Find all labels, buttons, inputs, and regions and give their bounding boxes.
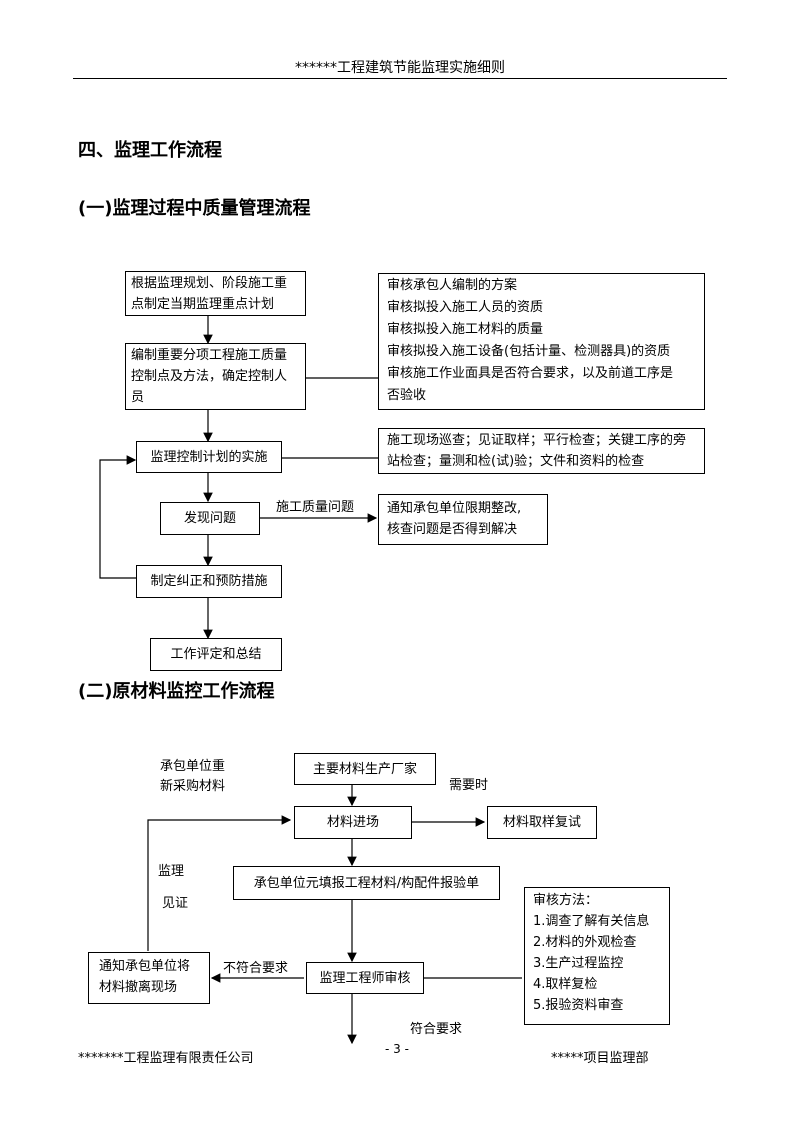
part2-title: (二)原材料监控工作流程 [78, 681, 275, 702]
review-line-5: 审核施工作业面具是否符合要求，以及前道工序是 [387, 366, 674, 381]
review-methods-title: 审核方法： [533, 893, 599, 908]
review-line-4: 审核拟投入施工设备(包括计量、检测器具)的资质 [387, 344, 671, 359]
section-title: 四、监理工作流程 [78, 140, 222, 161]
notify-line-2: 核查问题是否得到解决 [387, 522, 518, 537]
not-conform-label: 不符合要求 [223, 961, 289, 976]
need-label: 需要时 [449, 778, 489, 793]
inspect-box: 施工现场巡查；见证取样；平行检查；关键工序的旁 站检查；量测和检(试)验；文件和… [378, 428, 705, 474]
conform-label: 符合要求 [410, 1022, 463, 1037]
supervisor-label: 监理 [158, 864, 185, 879]
implement-box: 监理控制计划的实施 [136, 441, 282, 473]
footer-company: *******工程监理有限责任公司 [78, 1051, 254, 1066]
review-line-1: 审核承包人编制的方案 [387, 278, 518, 293]
inspect-line-1: 施工现场巡查；见证取样；平行检查；关键工序的旁 [387, 433, 687, 448]
review-line-6: 否验收 [387, 388, 427, 403]
review-line-2: 审核拟投入施工人员的资质 [387, 300, 544, 315]
control-line-2: 控制点及方法，确定控制人 [131, 369, 288, 384]
header-rule [73, 78, 727, 79]
find-issue-box: 发现问题 [160, 502, 260, 535]
control-line-3: 员 [131, 390, 145, 405]
manufacturer-box: 主要材料生产厂家 [294, 753, 436, 785]
report-form-box: 承包单位元填报工程材料/构配件报验单 [233, 866, 500, 900]
notify-remove-line-2: 材料撤离现场 [99, 980, 178, 995]
review-method-3: 3.生产过程监控 [533, 956, 624, 971]
notify-line-1: 通知承包单位限期整改, [387, 501, 522, 516]
page-number: - 3 - [385, 1042, 409, 1056]
inspect-line-2: 站检查；量测和检(试)验；文件和资料的检查 [387, 454, 645, 469]
repurchase-line-1: 承包单位重 [160, 759, 226, 774]
review-methods-box: 审核方法： 1.调查了解有关信息 2.材料的外观检查 3.生产过程监控 4.取样… [524, 887, 670, 1025]
notify-remove-line-1: 通知承包单位将 [99, 959, 191, 974]
quality-issue-label: 施工质量问题 [276, 500, 355, 515]
review-method-2: 2.材料的外观检查 [533, 935, 637, 950]
corrective-box: 制定纠正和预防措施 [136, 565, 282, 598]
repurchase-note: 承包单位重 新采购材料 [160, 757, 225, 797]
summary-box: 工作评定和总结 [150, 638, 282, 671]
plan-line-1: 根据监理规划、阶段施工重 [131, 276, 288, 291]
header-title: ******工程建筑节能监理实施细则 [295, 60, 505, 76]
control-point-box: 编制重要分项工程施工质量 控制点及方法，确定控制人 员 [125, 343, 306, 410]
notify-rectify-box: 通知承包单位限期整改, 核查问题是否得到解决 [378, 494, 548, 545]
review-box: 审核承包人编制的方案 审核拟投入施工人员的资质 审核拟投入施工材料的质量 审核拟… [378, 273, 705, 410]
footer-dept: *****项目监理部 [551, 1051, 649, 1066]
control-line-1: 编制重要分项工程施工质量 [131, 348, 288, 363]
review-line-3: 审核拟投入施工材料的质量 [387, 322, 544, 337]
review-method-1: 1.调查了解有关信息 [533, 914, 650, 929]
review-method-5: 5.报验资料审查 [533, 998, 624, 1013]
repurchase-line-2: 新采购材料 [160, 779, 226, 794]
plan-box: 根据监理规划、阶段施工重 点制定当期监理重点计划 [125, 271, 306, 316]
sample-retest-box: 材料取样复试 [487, 806, 597, 839]
review-method-4: 4.取样复检 [533, 977, 598, 992]
notify-remove-box: 通知承包单位将 材料撤离现场 [88, 952, 210, 1004]
part1-title: (一)监理过程中质量管理流程 [78, 198, 311, 219]
plan-line-2: 点制定当期监理重点计划 [131, 297, 275, 312]
witness-label: 见证 [162, 896, 189, 911]
engineer-review-box: 监理工程师审核 [306, 962, 424, 994]
material-entry-box: 材料进场 [294, 806, 412, 839]
